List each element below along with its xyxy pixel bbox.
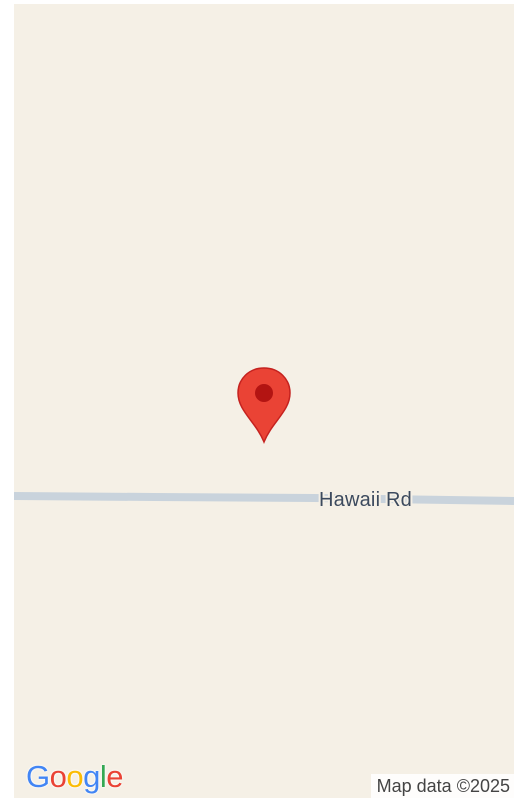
map-pin-icon[interactable]	[236, 366, 292, 444]
map-attribution[interactable]: Map data ©2025	[370, 774, 514, 798]
map-pin-body	[237, 367, 291, 444]
road-hawaii-rd	[14, 492, 514, 505]
google-logo-letter: g	[83, 759, 100, 794]
map-pin-dot	[255, 384, 273, 402]
google-logo-letter: o	[49, 759, 67, 794]
google-logo[interactable]: Google	[26, 759, 124, 795]
google-logo-letter: G	[26, 759, 50, 794]
map-canvas[interactable]: Hawaii Rd Google Map data ©2025	[14, 4, 514, 798]
google-logo-letter: e	[106, 759, 124, 794]
google-logo-letter: l	[99, 759, 107, 794]
google-logo-letter: o	[66, 759, 84, 794]
road-label: Hawaii Rd	[319, 489, 412, 511]
